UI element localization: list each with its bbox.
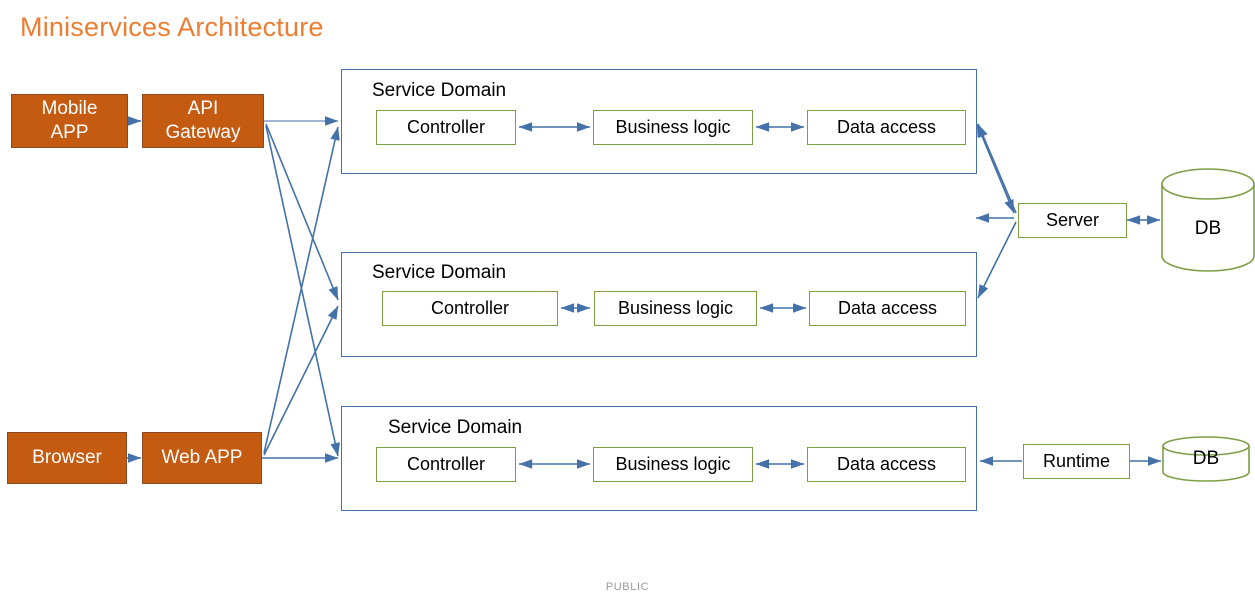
service-domain-3-business-logic[interactable]: Business logic [593, 447, 753, 482]
service-domain-1-business-logic[interactable]: Business logic [593, 110, 753, 145]
client-box-browser[interactable]: Browser [7, 432, 127, 484]
server-db-label: DB [1194, 218, 1222, 239]
service-domain-3-data-access[interactable]: Data access [807, 447, 966, 482]
footer-classification: PUBLIC [605, 581, 650, 593]
server-db-cylinder[interactable]: DB [1160, 168, 1255, 272]
service-domain-2[interactable] [341, 252, 977, 357]
client-box-web-app[interactable]: Web APP [142, 432, 262, 484]
client-box-web-app-label: Web APP [161, 447, 243, 469]
page-title: Miniservices Architecture [20, 12, 324, 42]
service-domain-1[interactable] [341, 69, 977, 174]
service-domain-2-controller[interactable]: Controller [382, 291, 558, 326]
service-domain-3-controller[interactable]: Controller [376, 447, 516, 482]
service-domain-2-business-logic[interactable]: Business logic [594, 291, 757, 326]
runtime-db-shape [1162, 436, 1250, 482]
client-box-browser-label: Browser [32, 447, 102, 469]
service-domain-3-title: Service Domain [388, 417, 523, 438]
service-domain-3[interactable] [341, 406, 977, 511]
service-domain-2-title: Service Domain [372, 262, 507, 283]
service-domain-1-data-access[interactable]: Data access [807, 110, 966, 145]
runtime-box[interactable]: Runtime [1023, 444, 1130, 479]
server-box[interactable]: Server [1018, 203, 1127, 238]
service-domain-1-title: Service Domain [372, 80, 507, 101]
server-db-shape [1161, 168, 1255, 272]
service-domain-2-data-access[interactable]: Data access [809, 291, 966, 326]
runtime-db-cylinder[interactable]: DB [1161, 436, 1251, 484]
runtime-db-label: DB [1192, 448, 1220, 469]
service-domain-1-controller[interactable]: Controller [376, 110, 516, 145]
